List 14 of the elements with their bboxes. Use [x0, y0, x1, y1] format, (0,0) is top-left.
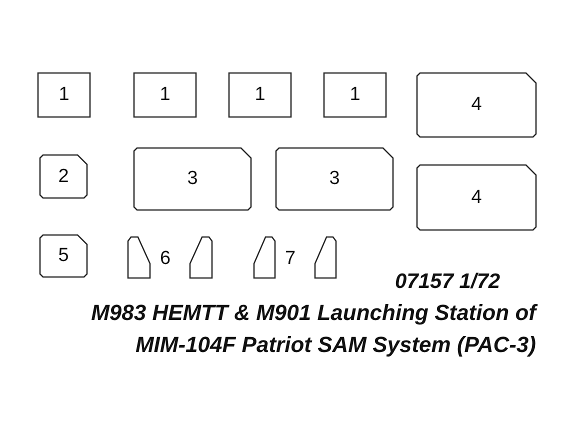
part-number: 7 [285, 248, 296, 270]
part-number: 1 [350, 84, 360, 106]
part-number: 3 [329, 168, 340, 190]
part-number: 4 [471, 94, 482, 116]
part-number: 4 [471, 186, 482, 208]
part-number: 3 [187, 168, 198, 190]
title: M983 HEMTT & M901 Launching Station of MIM-104F Patriot SAM System (PAC-3) [90, 299, 536, 359]
kit-number: 07157 1/72 [395, 270, 500, 294]
part-number: 1 [160, 84, 170, 106]
part-number: 2 [58, 166, 69, 188]
part-number: 1 [254, 84, 266, 106]
part-number: 1 [58, 84, 70, 106]
part-number: 6 [160, 248, 171, 270]
part-number: 5 [58, 245, 69, 267]
